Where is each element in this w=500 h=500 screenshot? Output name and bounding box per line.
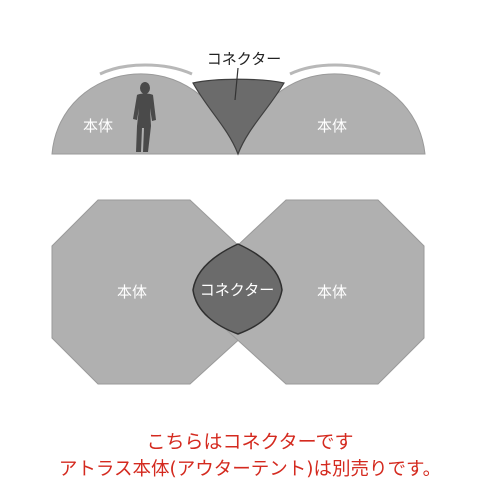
- side-body-left-label: 本体: [83, 117, 113, 135]
- top-connector-label: コネクター: [200, 281, 274, 299]
- roof-line-left: [99, 63, 193, 76]
- top-body-right-label: 本体: [317, 283, 347, 301]
- roof-line-right: [289, 63, 381, 76]
- side-body-right-label: 本体: [317, 117, 347, 135]
- top-view: 本体 コネクター 本体: [51, 199, 425, 385]
- connector-leader-line: [234, 67, 239, 101]
- top-body-left-label: 本体: [117, 283, 147, 301]
- side-view: コネクター 本体 本体: [51, 50, 426, 156]
- side-connector: [192, 78, 285, 156]
- caption-line-2: アトラス本体(アウターテント)は別売りです。: [58, 459, 442, 480]
- top-connector: [192, 243, 283, 335]
- side-connector-label: コネクター: [207, 50, 281, 68]
- person-silhouette: [133, 82, 156, 152]
- caption-line-1: こちらはコネクターです: [146, 431, 354, 453]
- top-body-left: [51, 199, 257, 385]
